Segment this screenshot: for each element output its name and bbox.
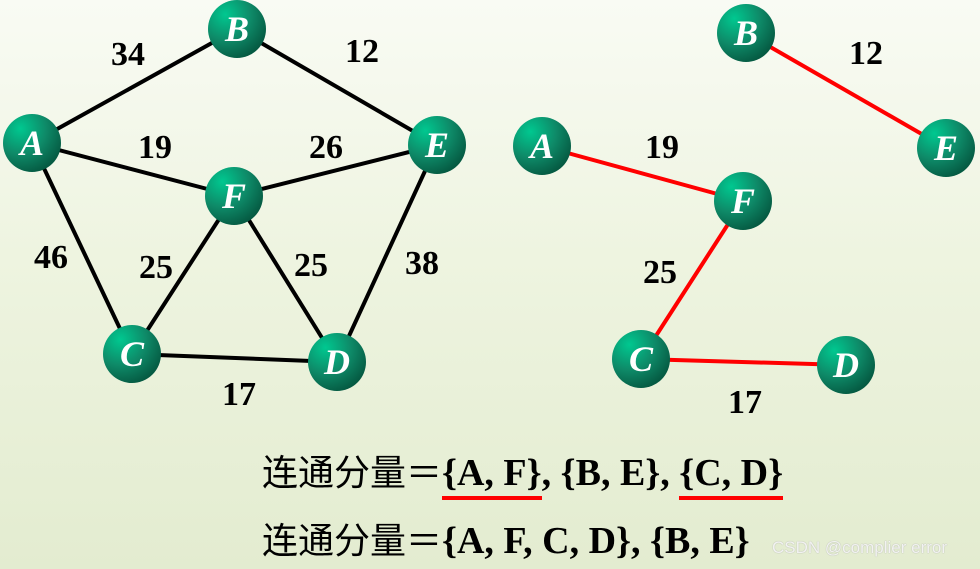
node-circle [513, 117, 571, 175]
watermark: CSDN @complier error [772, 538, 948, 557]
edge-c-d [131, 352, 338, 364]
node-c: C [103, 325, 161, 383]
node-d: D [817, 336, 875, 394]
node-circle [717, 4, 775, 62]
node-label: B [224, 9, 249, 49]
node-label: F [730, 181, 755, 221]
edge-a-f [31, 141, 235, 198]
edge-f-d [232, 194, 339, 364]
original-graph-edges [30, 27, 439, 364]
node-label: E [424, 125, 449, 165]
caption-prefix: 连通分量＝ [262, 453, 443, 494]
merged-components: {A, F, C, D}, {B, E} [442, 520, 750, 562]
node-circle [917, 119, 975, 177]
component-graph-nodes: B E A F C D [513, 4, 975, 394]
node-label: C [629, 339, 654, 379]
edge-weight-label: 12 [849, 35, 883, 72]
edge-weight-label: 25 [643, 254, 677, 291]
edge-b-e [745, 31, 947, 150]
component-set-af: {A, F} [442, 452, 542, 500]
node-e: E [917, 119, 975, 177]
edge-a-c [30, 142, 134, 355]
node-a: A [513, 117, 571, 175]
edge-weight-label: 25 [139, 249, 173, 286]
edge-weight-label: 34 [111, 36, 145, 73]
node-circle [103, 325, 161, 383]
node-label: C [120, 334, 145, 374]
node-e: E [408, 116, 466, 174]
edge-a-f [541, 144, 744, 203]
node-label: F [221, 176, 246, 216]
edge-weight-label: 19 [138, 129, 172, 166]
edge-weight-label: 46 [34, 239, 68, 276]
component-set-be: {B, E} [560, 452, 661, 494]
original-graph-weights: 34 12 19 26 46 25 25 38 17 [34, 33, 439, 413]
node-circle [817, 336, 875, 394]
node-b: B [717, 4, 775, 62]
node-a: A [3, 114, 61, 172]
caption-line-2: 连通分量＝{A, F, C, D}, {B, E} [262, 512, 750, 564]
node-b: B [208, 0, 266, 58]
original-graph-nodes: A B E F C D [3, 0, 466, 391]
node-label: D [832, 345, 859, 385]
node-d: D [308, 333, 366, 391]
node-circle [3, 114, 61, 172]
edge-weight-label: 12 [345, 33, 379, 70]
node-circle [408, 116, 466, 174]
caption-line-1: 连通分量＝{A, F}, {B, E}, {C, D} [262, 444, 784, 500]
edge-weight-label: 25 [294, 247, 328, 284]
node-f: F [205, 167, 263, 225]
edge-b-e [235, 27, 439, 147]
node-circle [612, 330, 670, 388]
edge-a-b [31, 27, 238, 145]
separator: , [660, 452, 680, 494]
separator: , [541, 452, 561, 494]
edge-c-d [640, 357, 847, 367]
node-f: F [714, 172, 772, 230]
node-circle [308, 333, 366, 391]
node-label: A [528, 126, 554, 166]
edge-weight-label: 19 [645, 129, 679, 166]
node-label: E [933, 128, 958, 168]
edge-weight-label: 38 [405, 245, 439, 282]
node-label: B [733, 13, 758, 53]
node-label: D [323, 342, 350, 382]
edge-weight-label: 17 [222, 376, 256, 413]
component-set-cd: {C, D} [679, 452, 784, 500]
caption-prefix: 连通分量＝ [262, 521, 443, 562]
edge-f-e [233, 143, 438, 198]
node-c: C [612, 330, 670, 388]
component-graph-weights: 12 19 25 17 [643, 35, 883, 421]
edge-weight-label: 26 [309, 129, 343, 166]
edge-e-d [335, 144, 439, 363]
edge-f-c [639, 199, 745, 361]
edge-weight-label: 17 [728, 384, 762, 421]
component-graph-edges [541, 31, 947, 367]
node-circle [714, 172, 772, 230]
node-label: A [18, 123, 44, 163]
node-circle [205, 167, 263, 225]
edge-f-c [130, 194, 236, 356]
node-circle [208, 0, 266, 58]
